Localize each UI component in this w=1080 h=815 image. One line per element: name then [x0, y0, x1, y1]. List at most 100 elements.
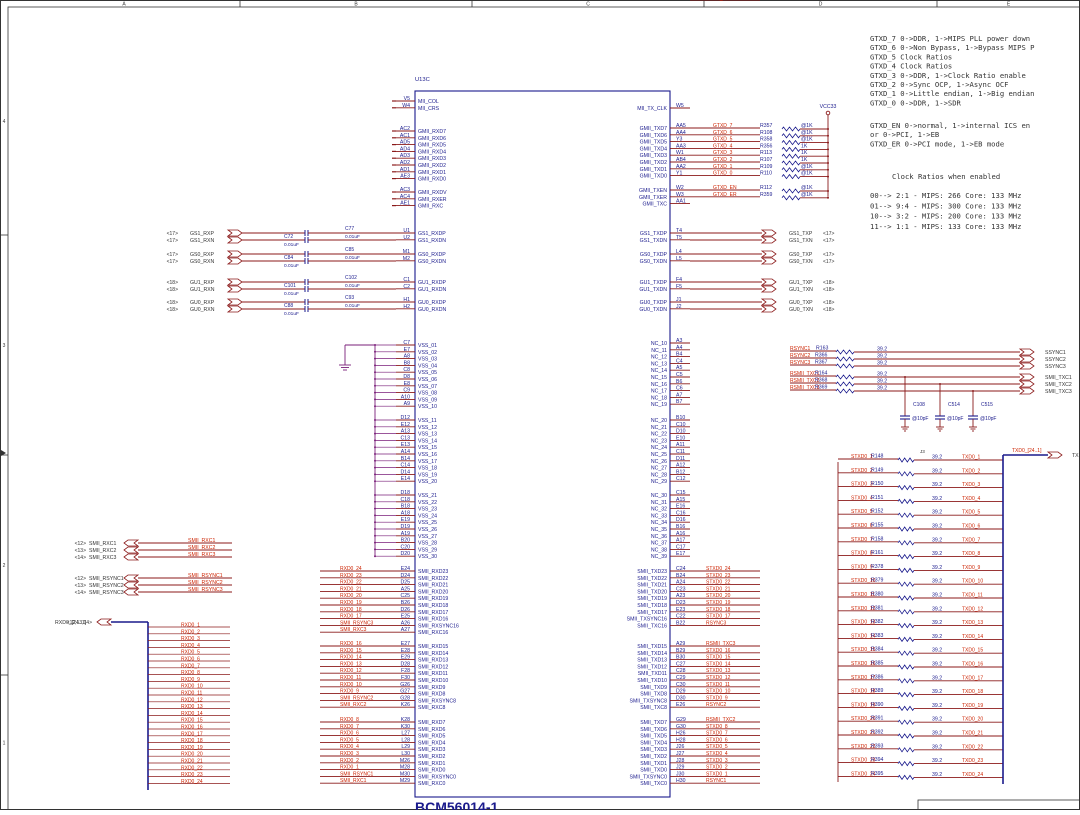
pin-number: E7 [404, 347, 410, 353]
net-label: STXD0_10 [706, 689, 731, 695]
pin-number: AD4 [400, 146, 410, 152]
serdes-out-connector [760, 250, 777, 258]
net-label: TXD0_4 [962, 496, 981, 502]
pin-number: E16 [676, 504, 685, 510]
pin-name: SMII_RXD23 [418, 569, 448, 575]
term-resistor [835, 349, 855, 355]
net-label: TXD0_15 [962, 648, 983, 654]
resistor-value: @1K [801, 130, 813, 136]
resistor-refdes: R383 [871, 633, 884, 639]
resistor-refdes: R385 [871, 661, 884, 667]
resistor-value: 39.2 [932, 662, 942, 668]
offpage-net-name: GS1_RXP [190, 231, 214, 237]
net-label: STXD0_9 [851, 564, 873, 570]
offpage-net-name: SMII_TXC2 [1045, 382, 1072, 388]
pin-name: NC_38 [651, 547, 667, 553]
net-label: STXD0_17 [851, 675, 876, 681]
net-label: STXD0_2 [706, 765, 728, 771]
pin-name: SMII_RXSYNC8 [418, 698, 456, 704]
pin-name: NC_34 [651, 520, 667, 526]
pin-number: E24 [401, 566, 410, 572]
bank-resistor [897, 581, 915, 587]
offpage-net-name: GU0_RXP [190, 300, 215, 306]
pin-name: SMII_RXD5 [418, 734, 446, 740]
net-label: RXD0_7 [340, 724, 359, 730]
junction-dot [374, 480, 376, 483]
pin-number: H1 [403, 297, 410, 303]
net-label: TXD0_9 [962, 565, 981, 571]
junction-dot [374, 384, 376, 387]
pin-name: SMII_RXD9 [418, 685, 446, 691]
net-label: STXD0_8 [851, 551, 873, 557]
pin-name: GMII_RXD5 [418, 143, 446, 149]
bank-resistor [897, 595, 915, 601]
pin-name: VSS_11 [418, 418, 437, 424]
offpage-net-name: GU0_TXP [789, 300, 813, 306]
net-label: STXD0_6 [851, 523, 873, 529]
net-label: RXD0_10 [340, 682, 362, 688]
net-label: RXD0_16 [181, 725, 203, 731]
offpage-sheet-ref: <14> [75, 590, 86, 596]
pin-number: M26 [400, 758, 410, 764]
pin-number: F4 [676, 277, 682, 283]
term-resistor [835, 381, 855, 387]
pin-number: E27 [401, 641, 410, 647]
pin-name: NC_24 [651, 445, 667, 451]
cap-refdes: C88 [284, 303, 293, 309]
bank-resistor [897, 567, 915, 574]
net-label: TXD0_20 [962, 717, 983, 723]
pin-name: SMII_RXD4 [418, 740, 446, 746]
resistor-value: @1K [801, 123, 813, 129]
resistor-refdes: R381 [871, 605, 884, 611]
bank-resistor [897, 760, 915, 767]
bank-resistor [897, 636, 915, 643]
serdes-in-connector [226, 305, 243, 313]
pin-number: A23 [676, 593, 685, 599]
pin-name: GMII_RXC [418, 204, 443, 210]
offpage-net-name: TX [1072, 453, 1079, 459]
pin-name: GMII_TXC [643, 202, 668, 208]
cap-value: 0.01uF [345, 283, 360, 289]
pin-number: F30 [401, 675, 410, 681]
cap-refdes: C102 [345, 275, 357, 281]
offpage-net-name: SMII_RSYNC1 [89, 576, 124, 582]
net-label: RXD0_23 [340, 573, 362, 579]
pin-name: VSS_25 [418, 520, 437, 526]
ssync-connector [1018, 362, 1035, 370]
junction-dot [374, 473, 376, 476]
net-label: STXD0_4 [706, 751, 728, 757]
cap-value: 0.01uF [345, 303, 360, 309]
pin-number: AA1 [676, 199, 686, 205]
pin-number: D14 [400, 469, 410, 475]
serdes-in-connector [226, 229, 243, 237]
strap-note: GTXD_2 0->Sync OCP, 1->Async OCF [870, 80, 1008, 89]
pin-name: NC_10 [651, 341, 667, 347]
resistor-value: 39.2 [932, 648, 942, 654]
pin-number: B18 [401, 504, 410, 510]
offpage-net-name: GU0_TXN [789, 307, 813, 313]
resistor-refdes: R367 [815, 360, 828, 366]
net-label: RSMII_TXC3 [706, 641, 736, 647]
net-label: STXD0_1 [706, 771, 728, 777]
net-label: RSYNC3 [790, 360, 811, 366]
resistor-refdes: R389 [871, 688, 884, 694]
rxd-bus-connector [96, 618, 113, 626]
pin-name: SMII_TXD9 [640, 685, 667, 691]
net-label: RXD0_4 [181, 643, 200, 649]
strap-note: GTXD_0 0->DDR, 1->SDR [870, 98, 962, 107]
pin-name: NC_33 [651, 513, 667, 519]
resistor-value: @1K [801, 171, 813, 177]
net-label: RXD0_12 [340, 668, 362, 674]
net-label: TXD0_3 [962, 482, 981, 488]
net-label: TXD0_10 [962, 579, 983, 585]
net-label: GTXD_1 [713, 164, 733, 170]
clock-ratio-title: Clock Ratios when enabled [892, 172, 1000, 181]
resistor-value: 39.2 [932, 551, 942, 557]
pin-name: VSS_21 [418, 493, 437, 499]
pin-name: SMII_RXD3 [418, 747, 446, 753]
rsync-connector [123, 588, 140, 596]
pin-name: NC_30 [651, 493, 667, 499]
junction-dot [374, 364, 376, 367]
pin-number: F28 [401, 668, 410, 674]
net-label: STXD0_8 [706, 724, 728, 730]
